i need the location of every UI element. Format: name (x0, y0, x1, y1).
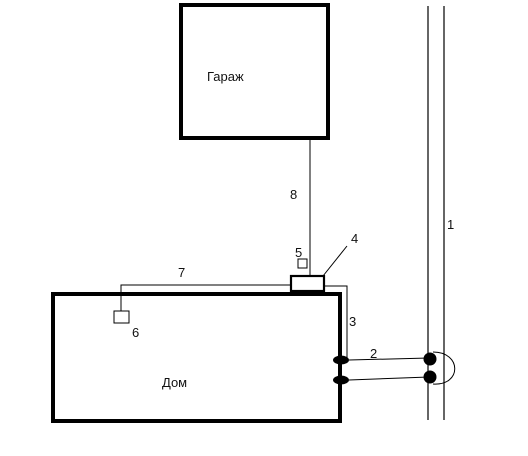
interior-box-6 (113, 310, 130, 324)
pole-wire-loop (432, 351, 456, 385)
service-drop-upper (348, 357, 430, 361)
service-drop-lower (348, 376, 430, 381)
riser-cable-3 (324, 285, 348, 360)
garage-building (179, 3, 330, 140)
pole-insulator-lower (423, 370, 437, 384)
wall-insulator-upper (333, 355, 349, 365)
wall-insulator-lower (333, 375, 349, 385)
callout-6: 6 (132, 325, 139, 340)
callout-1: 1 (447, 217, 454, 232)
house-building (51, 292, 342, 423)
house-label: Дом (162, 375, 187, 390)
callout-4: 4 (351, 231, 358, 246)
callout-7: 7 (178, 265, 185, 280)
garage-label: Гараж (207, 69, 244, 84)
callout-2: 2 (370, 346, 377, 361)
callout-8: 8 (290, 187, 297, 202)
callout-4-leader (322, 245, 348, 277)
callout-5: 5 (295, 245, 302, 260)
cable-to-interior-box (120, 284, 291, 311)
distribution-box (289, 274, 326, 293)
small-box-5 (297, 258, 308, 269)
callout-3: 3 (349, 314, 356, 329)
pole-insulator-upper (423, 352, 437, 366)
